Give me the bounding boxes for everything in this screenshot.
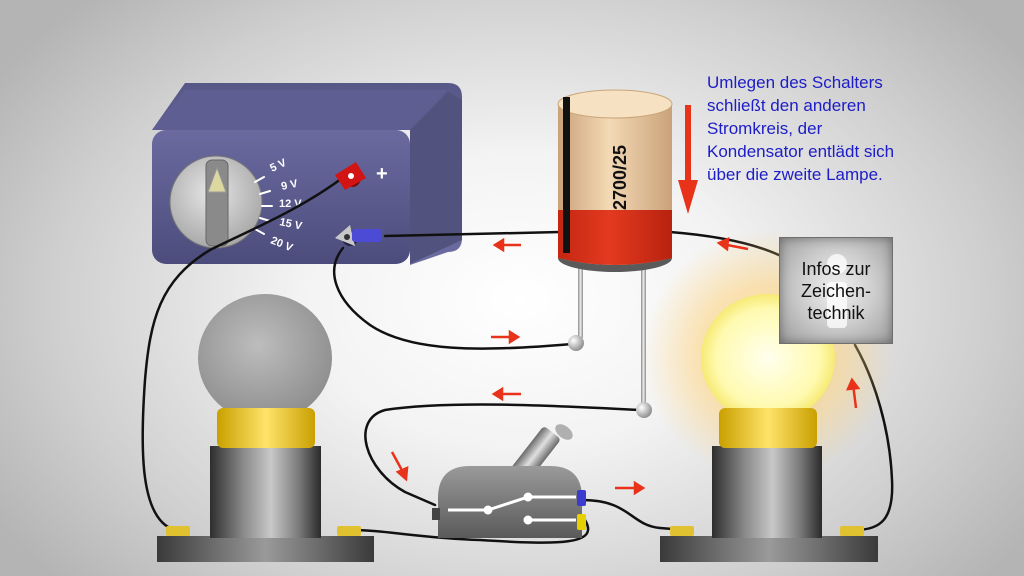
lamp-right-screw-terminal-b	[840, 526, 864, 536]
wire-minus-to-capacitor	[383, 230, 562, 238]
power-supply-top-face	[152, 90, 448, 130]
plug-red-socket-hole	[348, 173, 354, 179]
info-button[interactable]: Infos zur Zeichen- technik	[779, 237, 893, 344]
capacitor-top	[557, 89, 673, 119]
switch-lever-tip	[555, 424, 573, 440]
capacitor-band	[558, 210, 672, 265]
capacitor-lead-right	[641, 258, 646, 408]
info-icon	[827, 254, 847, 328]
lamp-right-socket	[712, 446, 822, 538]
capacitor-label: 2700/25	[610, 145, 630, 210]
current-arrow-2	[716, 236, 749, 252]
current-arrow-4	[491, 386, 521, 402]
capacitor-lead-left	[578, 258, 583, 338]
switch-terminal-left	[432, 508, 440, 520]
switch-contact-top	[523, 492, 533, 502]
plug-blue-body	[352, 229, 382, 242]
wire-switch-to-left-lamp	[348, 518, 590, 544]
switch-terminal-yellow	[577, 514, 586, 530]
lamp-left-screw-terminal-b	[337, 526, 361, 536]
current-arrow-1	[492, 237, 521, 253]
wire-minus-to-capacitor-lead	[333, 246, 574, 350]
switch-blade	[487, 495, 529, 512]
current-arrows	[390, 105, 861, 496]
power-supply: 5 V 9 V 12 V 15 V 20 V +	[152, 83, 462, 265]
current-arrow-7	[845, 377, 861, 409]
lamp-left-screw-terminal-a	[166, 526, 190, 536]
lamp-left-bulb	[198, 294, 332, 422]
explanation-text: Umlegen des Schalters schließt den ander…	[707, 73, 895, 184]
capacitor-polarity-stripe	[563, 97, 570, 253]
capacitor-contact-right	[636, 402, 652, 418]
voltage-label-12: 12 V	[279, 198, 302, 210]
switch-pivot	[483, 505, 493, 515]
lamp-right-screw-terminal-a	[670, 526, 694, 536]
lamp-left-thread	[217, 408, 315, 448]
info-button-label: Infos zur Zeichen- technik	[800, 259, 872, 323]
plug-blue	[335, 225, 382, 246]
capacitor-contact-left	[568, 335, 584, 351]
power-supply-side-face	[410, 92, 462, 264]
wire-switch-to-right-lamp	[580, 498, 687, 532]
plus-sign: +	[376, 163, 388, 185]
lamp-right-thread	[719, 408, 817, 448]
plug-blue-socket-hole	[344, 234, 350, 240]
voltage-label-9: 9 V	[280, 178, 299, 193]
toggle-switch[interactable]	[432, 421, 586, 538]
wire-capacitor-to-switch	[364, 403, 642, 507]
lamp-left-socket	[210, 446, 321, 538]
capacitor: 2700/25	[557, 89, 673, 418]
lamp-left	[157, 294, 374, 562]
wire-plus-to-left-lamp	[141, 174, 347, 532]
voltage-label-15: 15 V	[278, 216, 303, 233]
plug-red	[335, 162, 366, 190]
switch-terminal-blue	[577, 490, 586, 506]
current-arrow-big	[678, 105, 698, 214]
lamp-left-base-plate	[157, 536, 374, 562]
current-arrow-5	[390, 451, 409, 482]
current-arrow-6	[615, 480, 646, 496]
current-arrow-3	[491, 329, 521, 345]
switch-contact-bottom	[523, 515, 533, 525]
voltage-knob-pointer-icon	[207, 166, 227, 193]
lamp-right-base-plate	[660, 536, 878, 562]
